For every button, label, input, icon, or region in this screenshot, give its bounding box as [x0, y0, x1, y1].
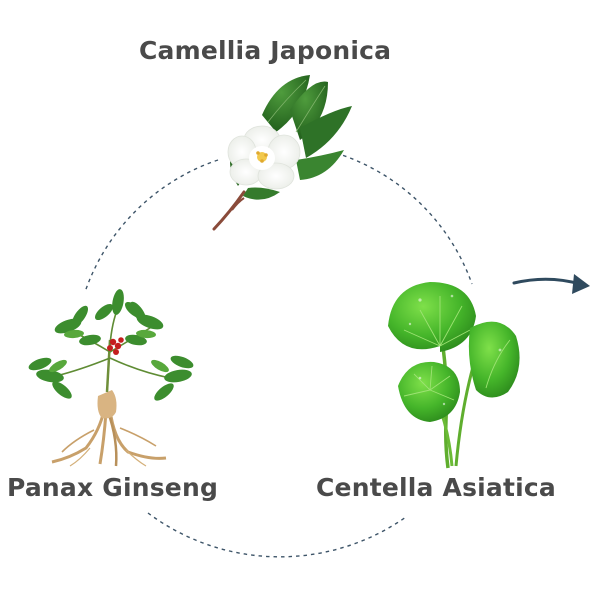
centella-leaves-icon: [388, 282, 520, 469]
dashed-cycle-circle: [84, 152, 473, 558]
curved-arrow-right-icon: [512, 274, 590, 294]
label-panax-ginseng: Panax Ginseng: [7, 473, 219, 502]
label-centella-asiatica: Centella Asiatica: [316, 473, 556, 502]
camellia-flower-icon: [212, 75, 352, 231]
label-camellia-japonica: Camellia Japonica: [139, 36, 392, 65]
ginseng-plant-icon: [28, 289, 194, 467]
